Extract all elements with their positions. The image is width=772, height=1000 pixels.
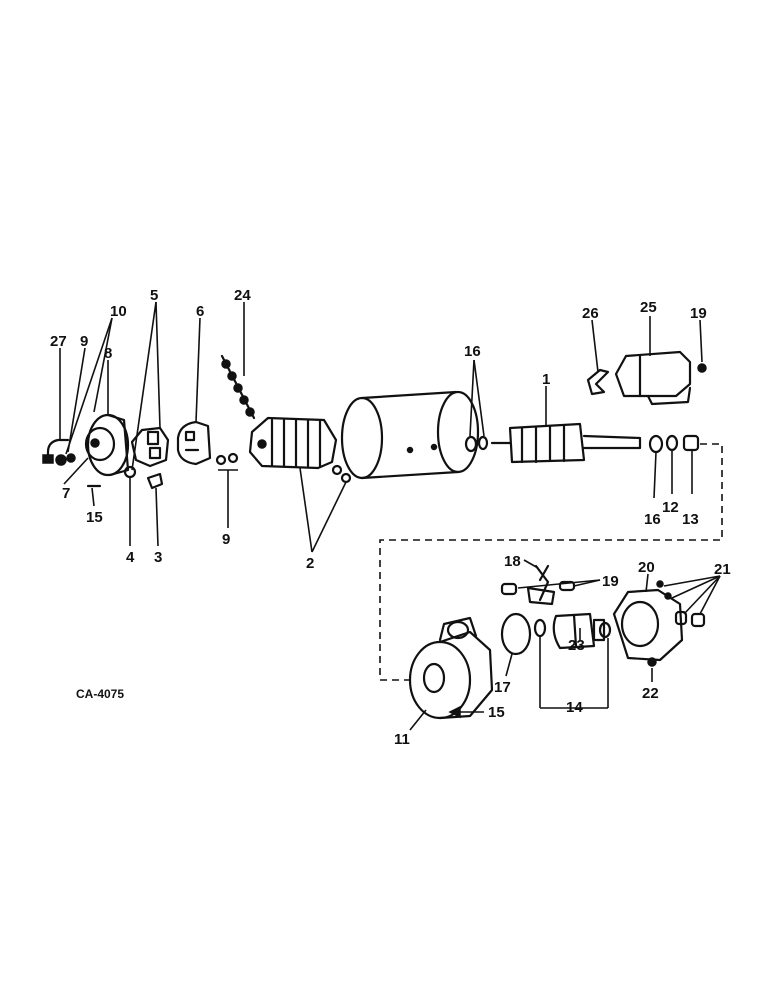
callout-19-lower: 19: [602, 573, 619, 590]
callout-13: 13: [682, 511, 699, 528]
callout-4: 4: [126, 549, 135, 566]
part-21-bushings: [656, 580, 706, 628]
callout-12: 12: [662, 499, 679, 516]
part-27-cable: [42, 438, 70, 464]
callout-numbers: 27 9 10 8 7 15 4 3 5 6 24 9 2 16 1 26 25…: [50, 287, 731, 748]
dashed-assembly-line: [379, 443, 723, 681]
part-3-brush: [146, 472, 164, 490]
part-13-bushing: [682, 434, 700, 452]
part-20-nose-housing: [612, 588, 684, 662]
callout-6: 6: [196, 303, 204, 320]
callout-1: 1: [542, 371, 550, 388]
part-8-end-cover: [84, 413, 130, 477]
callout-16-upper: 16: [464, 343, 481, 360]
figure-code: CA-4075: [76, 687, 124, 701]
callout-3: 3: [154, 549, 162, 566]
part-26-bracket: [586, 368, 610, 396]
part-18-shift-lever: [526, 564, 556, 606]
callout-18: 18: [504, 553, 521, 570]
callout-15-lower: 15: [488, 704, 505, 721]
part-22-plug: [647, 657, 657, 667]
callout-5: 5: [150, 287, 158, 304]
callout-10: 10: [110, 303, 127, 320]
part-11-drive-housing: [408, 616, 494, 720]
field-frame-housing: [340, 390, 480, 480]
callout-8: 8: [104, 345, 112, 362]
callout-20: 20: [638, 559, 655, 576]
callout-25: 25: [640, 299, 657, 316]
part-6-end-plate: [176, 420, 212, 466]
callout-17: 17: [494, 679, 511, 696]
callout-9-left: 9: [80, 333, 88, 350]
part-19-nut-upper: [697, 363, 707, 373]
part-16-washers: [464, 435, 489, 453]
callout-23: 23: [568, 637, 585, 654]
part-17-o-ring: [500, 612, 532, 656]
part-25-solenoid: [614, 350, 692, 406]
part-10-nuts: [55, 453, 76, 466]
callout-11: 11: [394, 731, 410, 748]
callout-26: 26: [582, 305, 599, 322]
callout-19-upper: 19: [690, 305, 707, 322]
part-16-washer-right: [648, 434, 664, 454]
callout-27: 27: [50, 333, 67, 350]
callout-14: 14: [566, 699, 583, 716]
part-4-nut: [123, 465, 137, 479]
part-14-washers: [533, 618, 612, 639]
part-12-nut: [665, 434, 679, 452]
callout-7: 7: [62, 485, 70, 502]
part-9-screws: [215, 452, 239, 466]
callout-22: 22: [642, 685, 659, 702]
callout-16-right: 16: [644, 511, 661, 528]
part-23-drive-pinion: [552, 612, 606, 650]
part-2-field-coils: [248, 416, 352, 484]
callout-2: 2: [306, 555, 314, 572]
callout-15-left: 15: [86, 509, 103, 526]
callout-24: 24: [234, 287, 251, 304]
part-5-brush-holder: [130, 426, 170, 468]
leader-lines: [59, 301, 721, 731]
part-24-springs: [220, 354, 256, 420]
callout-21: 21: [714, 561, 731, 578]
part-1-armature: [490, 422, 642, 464]
callout-9-middle: 9: [222, 531, 230, 548]
